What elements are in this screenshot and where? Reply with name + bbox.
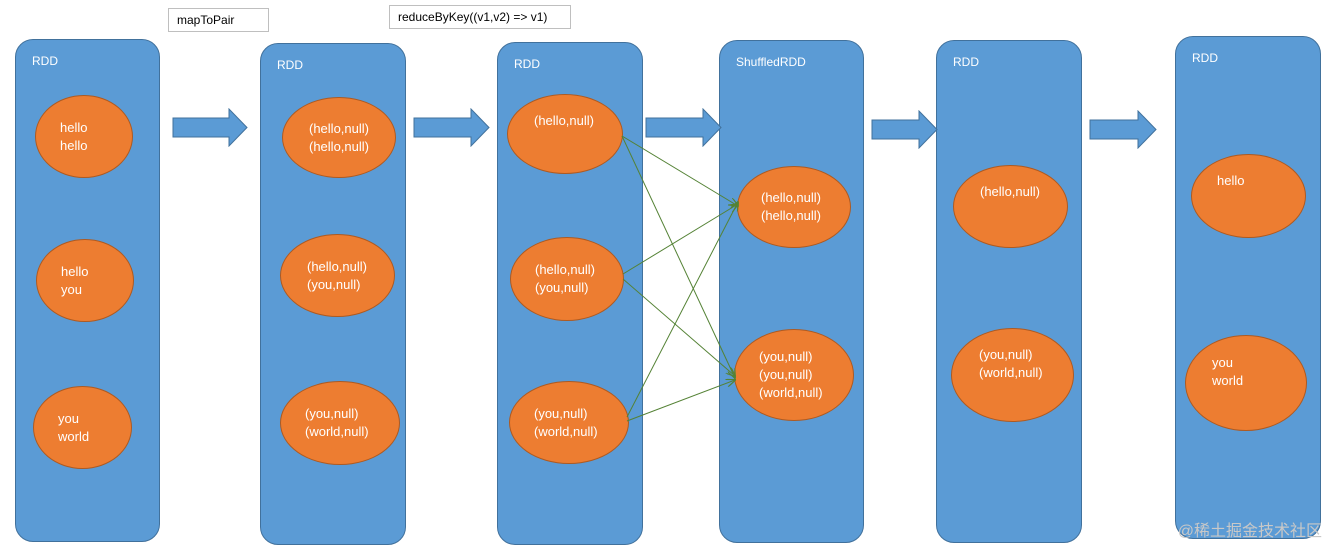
shuffle-link xyxy=(621,135,735,378)
rdd-stage-6: RDD xyxy=(1175,36,1321,539)
record: you xyxy=(61,281,82,297)
shuffled-rdd-title: ShuffledRDD xyxy=(736,55,806,69)
record: you xyxy=(1212,355,1233,370)
record: hello xyxy=(60,119,88,135)
arrow-right-icon xyxy=(645,108,722,147)
record: (hello,null) xyxy=(761,190,821,205)
record: (hello,null) xyxy=(761,208,821,223)
partition: (hello,null) (hello,null) xyxy=(737,166,851,248)
record: (hello,null) xyxy=(309,138,369,154)
record: (you,null) xyxy=(534,405,588,421)
shuffle-link xyxy=(626,380,735,422)
record: you xyxy=(58,410,79,426)
record: (world,null) xyxy=(759,385,823,400)
partition: hello you xyxy=(36,239,134,322)
record: (hello,null) xyxy=(307,258,367,274)
arrow-right-icon xyxy=(871,110,938,149)
reduce-by-key-label: reduceByKey((v1,v2) => v1) xyxy=(389,5,571,29)
partition: (hello,null) (hello,null) xyxy=(282,97,396,178)
shuffled-rdd-stage: ShuffledRDD xyxy=(719,40,864,543)
record: (hello,null) xyxy=(535,262,595,277)
rdd-stage-1-title: RDD xyxy=(32,54,58,68)
partition: (you,null) (world,null) xyxy=(509,381,629,464)
record: (world,null) xyxy=(305,424,369,439)
arrow-right-icon xyxy=(413,108,490,147)
rdd-stage-2-title: RDD xyxy=(277,58,303,72)
shuffle-link xyxy=(626,202,738,418)
arrow-right-icon xyxy=(1089,110,1157,149)
partition: hello hello xyxy=(35,95,133,178)
partition: (hello,null) (you,null) xyxy=(280,234,395,317)
shuffle-link xyxy=(622,204,738,275)
record: (hello,null) xyxy=(980,184,1040,199)
partition: (hello,null) (you,null) xyxy=(510,237,624,321)
partition: you world xyxy=(33,386,132,469)
rdd-stage-5: RDD xyxy=(936,40,1082,543)
partition: hello xyxy=(1191,154,1306,238)
record: (you,null) xyxy=(535,280,589,295)
partition: (you,null) (world,null) xyxy=(951,328,1074,422)
partition: (hello,null) xyxy=(953,165,1068,248)
record: hello xyxy=(1217,173,1245,188)
rdd-stage-3-title: RDD xyxy=(514,57,540,71)
rdd-stage-6-title: RDD xyxy=(1192,51,1218,65)
record: (you,null) xyxy=(307,276,361,292)
map-to-pair-label: mapToPair xyxy=(168,8,269,32)
partition: you world xyxy=(1185,335,1307,431)
record: (hello,null) xyxy=(309,120,369,136)
partition: (you,null) (world,null) xyxy=(280,381,400,465)
rdd-stage-5-title: RDD xyxy=(953,55,979,69)
record: (you,null) xyxy=(979,347,1033,362)
partition: (you,null) (you,null) (world,null) xyxy=(734,329,854,421)
record: hello xyxy=(60,137,88,153)
arrow-right-icon xyxy=(172,108,248,147)
record: (world,null) xyxy=(979,365,1043,380)
shuffle-link xyxy=(622,278,735,376)
record: (world,null) xyxy=(534,423,598,439)
record: (you,null) xyxy=(305,406,359,421)
record: hello xyxy=(61,263,89,279)
record: world xyxy=(58,428,90,444)
record: (you,null) xyxy=(759,367,813,382)
record: world xyxy=(1212,373,1244,388)
watermark: @稀土掘金技术社区 xyxy=(1177,523,1322,540)
shuffle-link xyxy=(621,135,738,206)
record: (hello,null) xyxy=(534,113,594,128)
record: (you,null) xyxy=(759,349,813,364)
partition: (hello,null) xyxy=(507,94,623,174)
